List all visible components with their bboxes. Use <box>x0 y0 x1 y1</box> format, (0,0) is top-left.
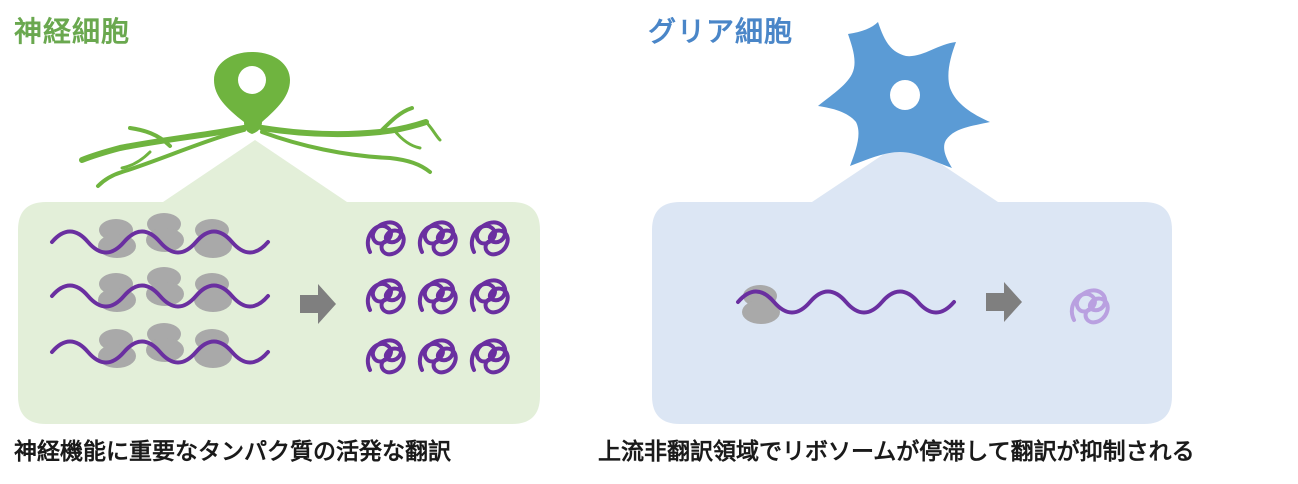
glia-caption: 上流非翻訳領域でリボソームが停滞して翻訳が抑制される <box>598 439 1195 465</box>
neuron-arrow-icon <box>300 284 336 324</box>
glia-callout-box <box>652 140 1172 424</box>
neuron-caption: 神経機能に重要なタンパク質の活発な翻訳 <box>14 439 451 465</box>
neuron-cell-icon <box>79 52 442 188</box>
glia-title: グリア細胞 <box>648 15 794 48</box>
glia-arrow-icon <box>986 282 1022 322</box>
glia-cell-icon <box>818 22 990 168</box>
neuron-title: 神経細胞 <box>14 15 131 48</box>
neuron-callout-box <box>18 140 540 424</box>
